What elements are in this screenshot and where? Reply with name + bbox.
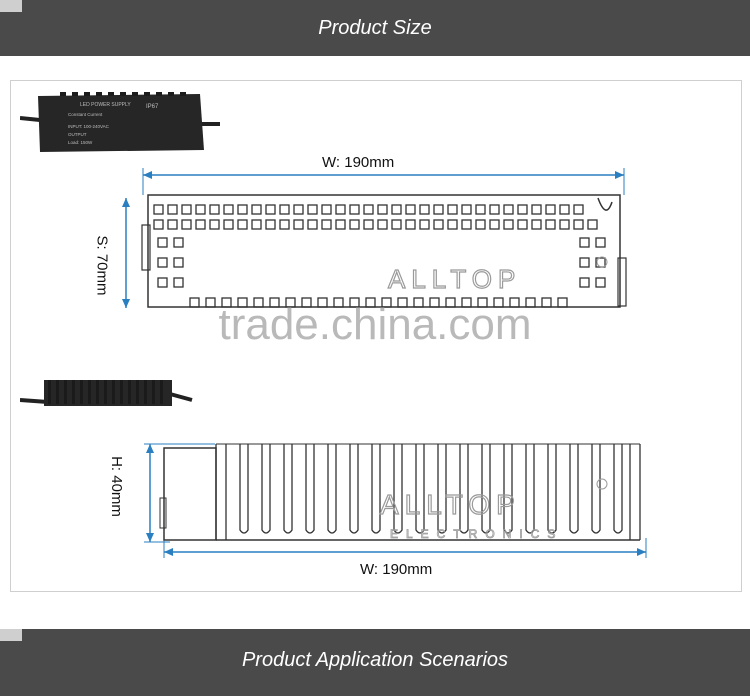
end-cap (163, 447, 217, 541)
watermark-text: trade.china.com (218, 300, 532, 349)
label-line6: Load: 150W (68, 140, 93, 145)
header-title: Product Size (318, 17, 432, 39)
label-line2: Constant Current (68, 112, 103, 117)
product-photo-side (20, 380, 193, 406)
label-line3: IP67 (146, 104, 159, 110)
footer-banner: Product Application Scenarios (0, 629, 750, 696)
side-height-label: H: 40mm (107, 456, 125, 517)
heat-sink-fins (215, 444, 641, 540)
product-size-panel (10, 80, 742, 592)
banner-corner (0, 629, 22, 641)
header-banner: Product Size (0, 0, 750, 56)
vent-grid (153, 204, 606, 308)
label-line5: OUTPUT (68, 132, 87, 137)
top-side-label: S: 70mm (93, 235, 111, 296)
side-brand-watermark: ALLTOP (380, 489, 521, 520)
side-view-drawing: ALLTOP ELECTRONICS (144, 443, 647, 558)
top-view-drawing: ALLTOP (122, 168, 627, 308)
top-width-label: W: 190mm (322, 154, 395, 171)
banner-corner (0, 0, 22, 12)
label-line4: INPUT: 100-240VAC (68, 124, 110, 129)
side-sub-brand: ELECTRONICS (390, 527, 563, 541)
side-width-label: W: 190mm (360, 561, 433, 578)
footer-title: Product Application Scenarios (241, 649, 509, 671)
top-brand-watermark: ALLTOP (388, 264, 521, 294)
product-photo-top: LED POWER SUPPLY Constant Current IP67 I… (20, 92, 220, 152)
label-line1: LED POWER SUPPLY (80, 102, 131, 108)
